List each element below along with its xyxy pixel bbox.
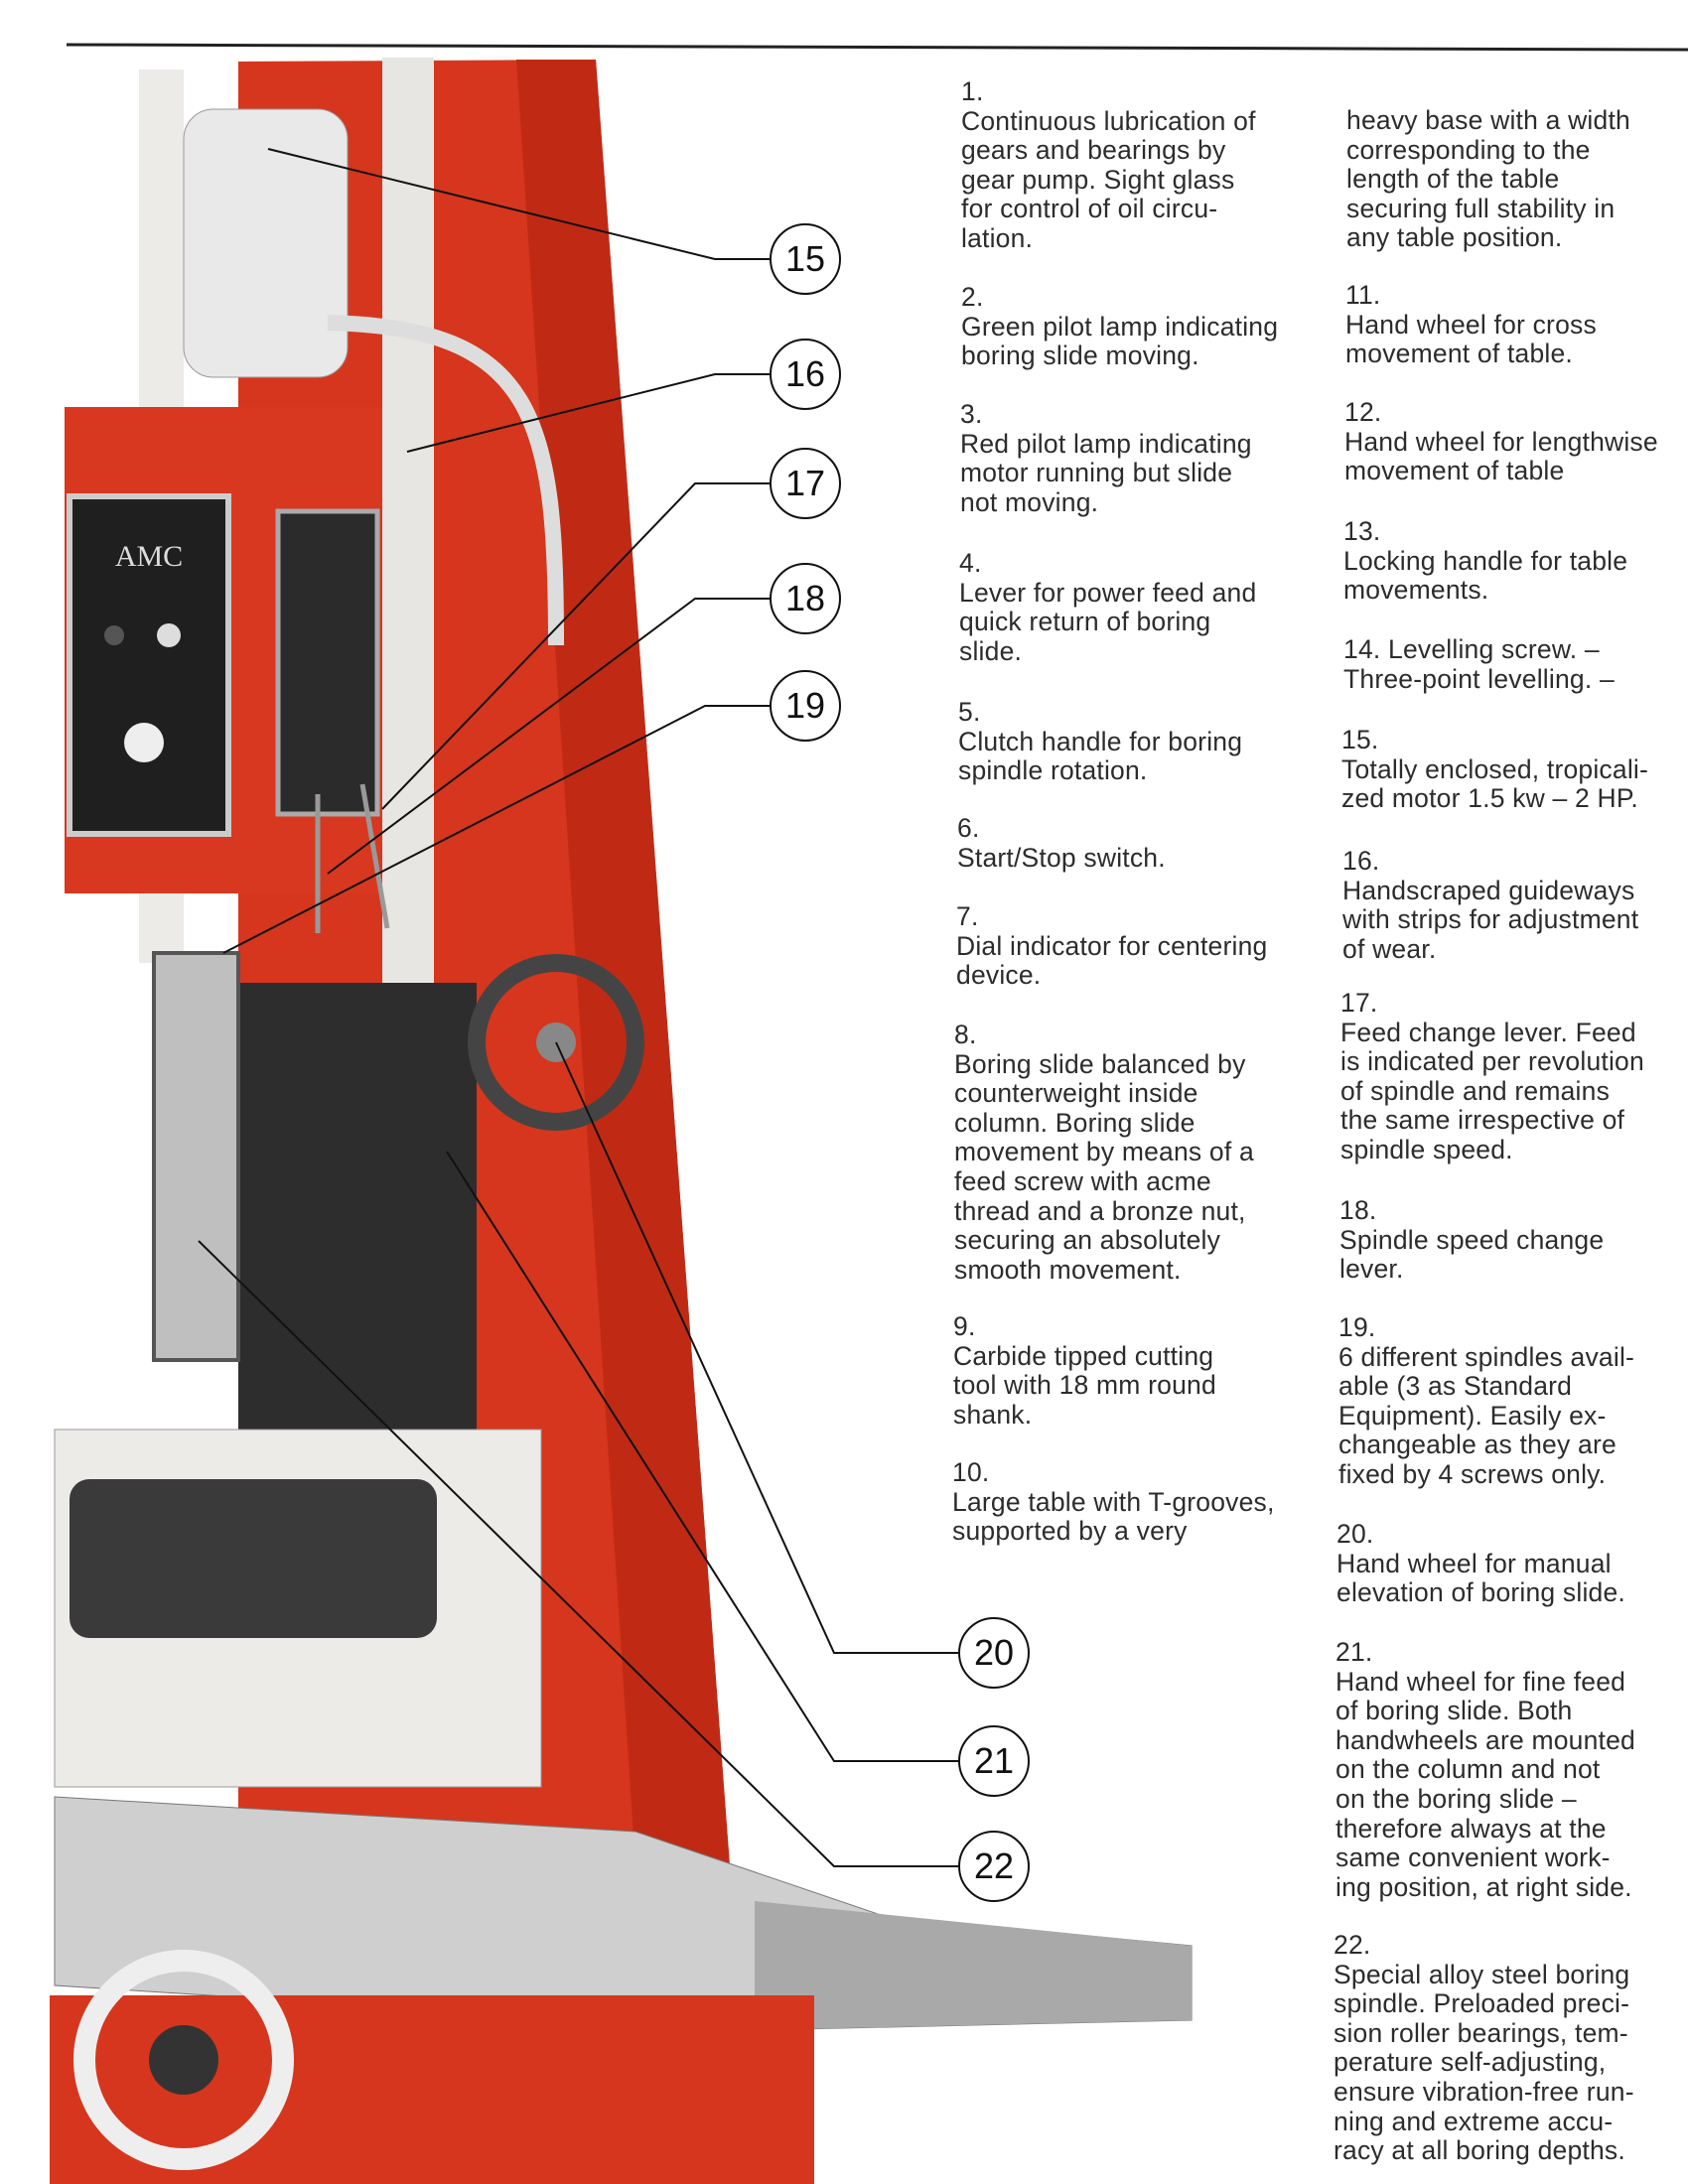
red-pilot-lamp <box>157 623 181 647</box>
feed-panel <box>275 508 380 817</box>
table-extension <box>755 1901 1192 2030</box>
item-5: 5.Clutch handle for boring spindle rotat… <box>958 697 1243 786</box>
callout-18: 18 <box>770 563 841 634</box>
hand-wheel-elevation <box>468 954 644 1131</box>
item-13: 13.Locking handle for table movements. <box>1343 516 1628 606</box>
item-2: 2.Green pilot lamp indicating boring sli… <box>961 282 1279 371</box>
hand-wheel-table <box>73 1950 294 2170</box>
hand-wheel-table-hub <box>149 2025 218 2095</box>
item-7: 7.Dial indicator for centering device. <box>956 901 1268 991</box>
item-6: 6.Start/Stop switch. <box>957 813 1166 873</box>
item-17: 17.Feed change lever. Feed is indicated … <box>1340 988 1644 1164</box>
item-10: 10.Large table with T-grooves, supported… <box>952 1457 1275 1547</box>
item-1: 1.Continuous lubrication of gears and be… <box>961 76 1256 253</box>
item-22: 22.Special alloy steel boring spindle. P… <box>1334 1930 1634 2166</box>
leader-lines <box>198 148 958 1867</box>
item-3: 3.Red pilot lamp indicating motor runnin… <box>960 399 1252 517</box>
control-panel <box>67 493 231 837</box>
column-shadow <box>516 60 730 1866</box>
item-19: 19.6 different spindles avail- able (3 a… <box>1338 1312 1635 1489</box>
oil-hose <box>327 315 564 646</box>
item-16: 16.Handscraped guideways with strips for… <box>1342 846 1639 964</box>
callout-19: 19 <box>770 670 841 742</box>
callout-16: 16 <box>770 339 841 410</box>
item-4: 4.Lever for power feed and quick return … <box>959 548 1257 666</box>
item-15: 15.Totally enclosed, tropicali- zed moto… <box>1341 725 1649 814</box>
item-12: 12.Hand wheel for lengthwise movement of… <box>1344 397 1658 486</box>
callout-17: 17 <box>770 448 841 519</box>
item-10-continued: heavy base with a width corresponding to… <box>1346 105 1630 253</box>
green-pilot-lamp <box>104 625 124 645</box>
spindle <box>152 951 240 1362</box>
start-stop-switch <box>124 723 164 762</box>
callout-21: 21 <box>958 1725 1030 1797</box>
callout-15: 15 <box>770 223 841 295</box>
item-20: 20.Hand wheel for manual elevation of bo… <box>1336 1519 1625 1608</box>
callout-22: 22 <box>958 1831 1030 1902</box>
item-8: 8.Boring slide balanced by counterweight… <box>954 1020 1254 1285</box>
block-window <box>70 1479 437 1638</box>
guideway-strip <box>382 58 434 1150</box>
motor <box>183 108 349 378</box>
item-9: 9.Carbide tipped cutting tool with 18 mm… <box>953 1311 1216 1430</box>
top-rule <box>66 43 1688 52</box>
slide-back <box>238 983 477 1479</box>
item-14: 14. Levelling screw. – Three-point level… <box>1343 634 1615 694</box>
item-21: 21.Hand wheel for fine feed of boring sl… <box>1336 1637 1635 1902</box>
item-11: 11.Hand wheel for cross movement of tabl… <box>1345 280 1597 369</box>
logo-text: AMC <box>115 540 183 573</box>
speed-lever <box>359 783 390 929</box>
callout-20: 20 <box>958 1617 1030 1689</box>
item-18: 18.Spindle speed change lever. <box>1339 1195 1605 1285</box>
